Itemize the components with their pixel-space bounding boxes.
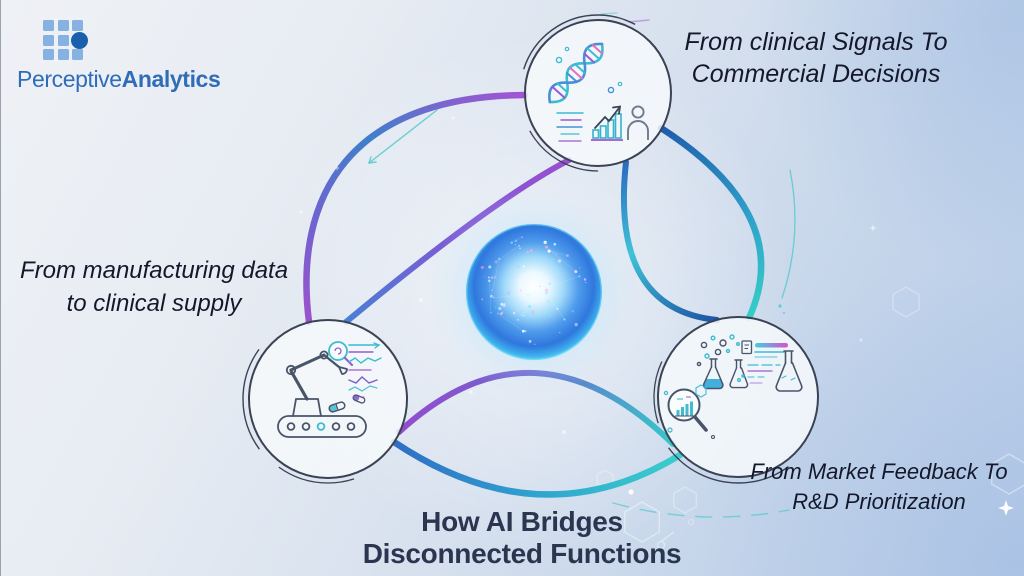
flask-filled-icon — [702, 358, 724, 390]
outer-arc-clinical-market — [657, 124, 765, 322]
brand-name-part1: Perceptive — [17, 66, 122, 92]
molecule-bubbles-icon — [696, 334, 741, 367]
node-manufacturing — [242, 313, 414, 485]
label-market-to-rnd: From Market Feedback To R&D Prioritizati… — [724, 457, 1024, 517]
label-line: Commercial Decisions — [691, 60, 941, 88]
label-line: to clinical supply — [66, 290, 242, 317]
person-icon — [627, 105, 649, 140]
brand-logo: PerceptiveAnalytics — [15, 12, 245, 92]
orb-network-dots — [480, 236, 587, 346]
decor-streaks — [368, 12, 796, 518]
label-line: From manufacturing data — [19, 257, 289, 284]
brand-name-part2: Analytics — [121, 66, 221, 92]
document-lines-icon — [741, 340, 788, 358]
production-metrics-lines-icon — [348, 342, 382, 398]
growth-bar-chart-icon — [591, 105, 623, 141]
logo-dot-icon — [71, 31, 88, 49]
title-line: Disconnected Functions — [362, 538, 682, 569]
dna-helix-icon — [548, 42, 623, 104]
node-clinical — [519, 14, 677, 172]
inspection-magnifier-icon — [328, 341, 354, 367]
petal-curve-clinical-market — [620, 159, 720, 323]
magnifier-chart-icon — [663, 384, 716, 440]
label-manufacturing-to-supply: From manufacturing data to clinical supp… — [0, 254, 309, 320]
outer-arc-manufacturing-market — [390, 438, 684, 498]
label-line: R&D Prioritization — [792, 489, 966, 514]
feedback-streaks-icon — [747, 364, 781, 384]
flask-outline-icon — [729, 359, 749, 389]
robot-arm-icon — [277, 350, 367, 438]
node-market — [651, 310, 825, 484]
report-lines-icon — [556, 112, 584, 142]
flask-large-icon — [775, 350, 803, 392]
pixel-grid-logo-icon — [43, 20, 88, 64]
main-title: How AI Bridges Disconnected Functions — [252, 506, 792, 570]
brand-name: PerceptiveAnalytics — [17, 66, 221, 93]
title-line: How AI Bridges — [421, 506, 623, 537]
glowing-ai-orb — [431, 189, 637, 395]
label-line: From clinical Signals To — [684, 28, 948, 56]
sparkle-stars — [299, 114, 1014, 516]
outer-arc-manufacturing-clinical — [303, 91, 529, 326]
label-clinical-to-commercial: From clinical Signals To Commercial Deci… — [651, 26, 981, 90]
label-line: From Market Feedback To — [750, 459, 1008, 484]
